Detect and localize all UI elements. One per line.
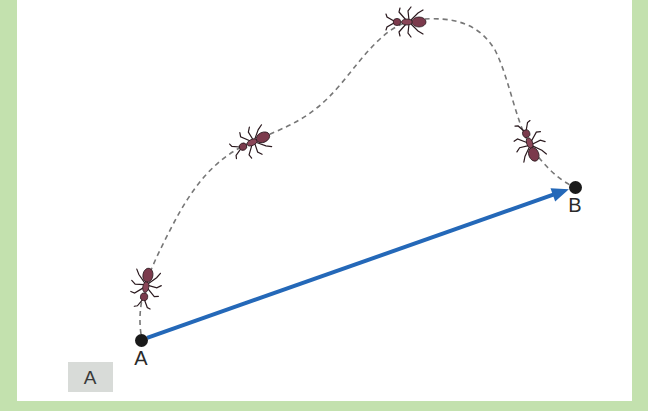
- point-marker: B: [569, 181, 582, 194]
- arrowhead: [551, 188, 569, 201]
- ant: [127, 266, 163, 311]
- ant: [386, 7, 426, 37]
- ant: [508, 118, 550, 166]
- point-label: A: [134, 348, 147, 368]
- point-label: B: [568, 195, 581, 215]
- arrow-shaft: [147, 193, 557, 338]
- point-marker: A: [135, 334, 148, 347]
- displacement-arrow: [147, 188, 569, 338]
- ant: [227, 121, 276, 165]
- panel-letter: A: [84, 368, 97, 387]
- panel-label-box: A: [68, 362, 113, 392]
- dashed-path: [140, 19, 572, 334]
